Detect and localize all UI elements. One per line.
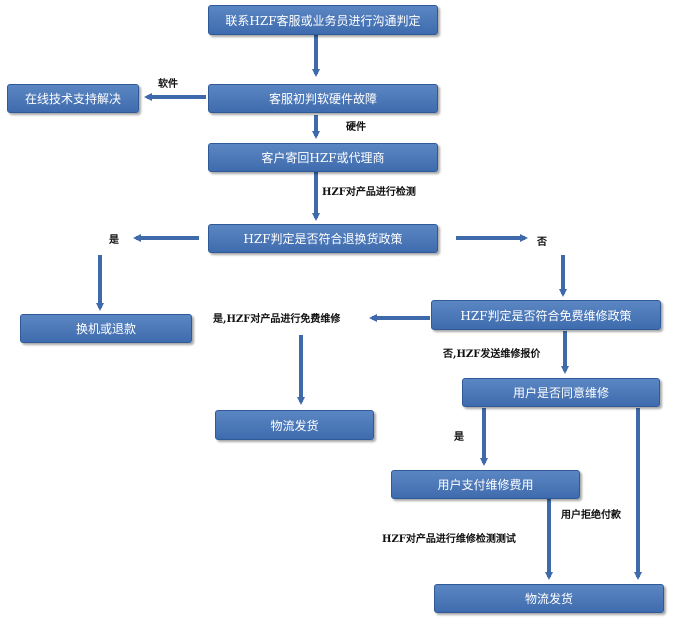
node-exchange-refund: 换机或退款 [20,314,192,343]
label-yes-free-repair: 是,HZF对产品进行免费维修 [213,314,341,325]
label-yes-agree: 是 [454,432,464,443]
node-user-agree: 用户是否同意维修 [462,378,660,407]
label-user-refuse: 用户拒绝付款 [561,510,621,521]
label-hardware: 硬件 [346,122,366,133]
label-no-quote: 否,HZF发送维修报价 [443,349,541,360]
label-no-right: 否 [537,237,547,248]
label-repair-test: HZF对产品进行维修检测测试 [382,534,516,545]
node-free-repair-policy: HZF判定是否符合免费维修政策 [431,300,661,330]
node-user-pay: 用户支付维修费用 [391,470,580,499]
node-judge-hw-sw: 客服初判软硬件故障 [208,84,438,113]
label-yes-left: 是 [109,235,119,246]
node-send-back: 客户寄回HZF或代理商 [208,143,438,172]
node-ship-bottom: 物流发货 [434,584,664,613]
label-inspect: HZF对产品进行检测 [322,187,416,198]
node-ship-left: 物流发货 [215,410,374,440]
node-online-support: 在线技术支持解决 [7,84,139,113]
label-software: 软件 [158,79,178,90]
node-contact: 联系HZF客服或业务员进行沟通判定 [208,5,438,35]
node-return-policy: HZF判定是否符合退换货政策 [208,224,438,253]
